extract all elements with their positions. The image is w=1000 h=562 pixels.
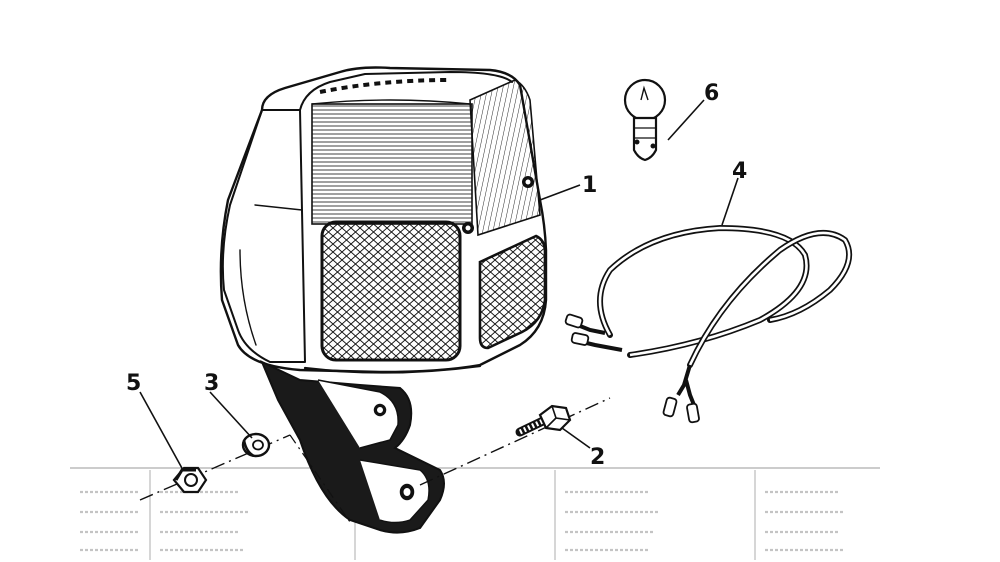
callout-2: 2 (590, 445, 605, 470)
wire-harness (564, 225, 852, 424)
light-bulb (623, 78, 667, 162)
callout-1: 1 (582, 173, 597, 198)
flat-washer (241, 432, 271, 458)
callout-6: 6 (704, 81, 719, 106)
hex-bolt (515, 404, 572, 437)
tail-lamp-housing (219, 66, 548, 374)
leader-lines (139, 99, 739, 471)
callout-labels: 1 2 3 4 5 6 (126, 81, 747, 470)
callout-3: 3 (204, 371, 219, 396)
hex-nut (172, 466, 208, 494)
background-table-ghost (70, 467, 880, 560)
callout-4: 4 (732, 159, 747, 184)
callout-5: 5 (126, 371, 141, 396)
mounting-bracket (260, 359, 445, 534)
